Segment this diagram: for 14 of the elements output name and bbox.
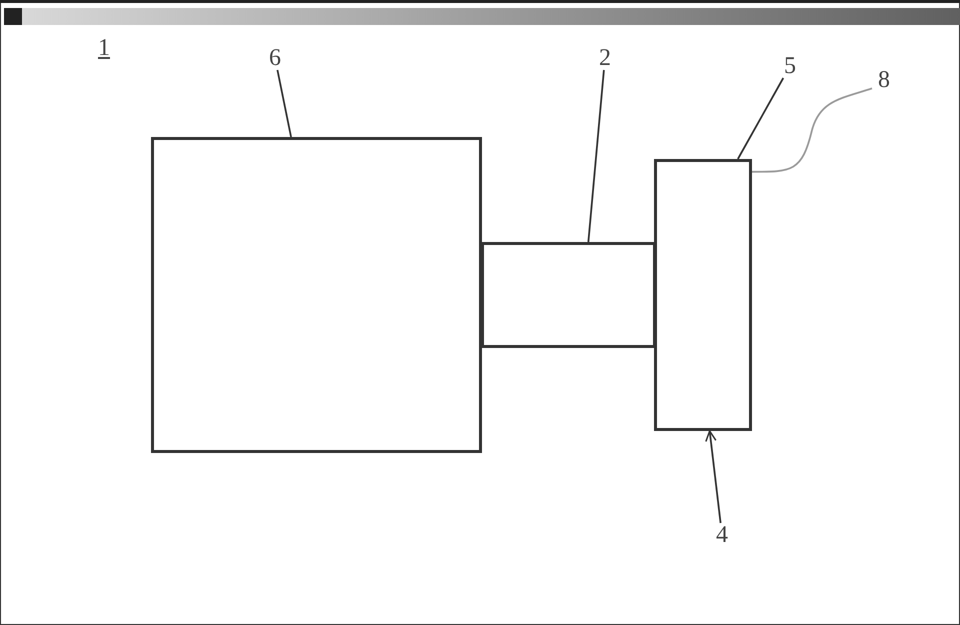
callout-number: 6	[263, 46, 287, 70]
reference-number: 1	[97, 36, 111, 60]
part-outline	[481, 242, 656, 348]
leader-line	[737, 78, 784, 160]
callout-number: 5	[778, 54, 802, 78]
callout-number: 8	[872, 68, 896, 92]
cable-line	[752, 88, 872, 173]
leader-arrow	[705, 430, 722, 524]
callout-number: 4	[710, 523, 734, 547]
part-outline	[151, 137, 482, 453]
leader-line	[587, 70, 605, 242]
leader-line	[276, 70, 292, 138]
callout-number: 2	[593, 46, 617, 70]
part-outline	[654, 159, 752, 431]
